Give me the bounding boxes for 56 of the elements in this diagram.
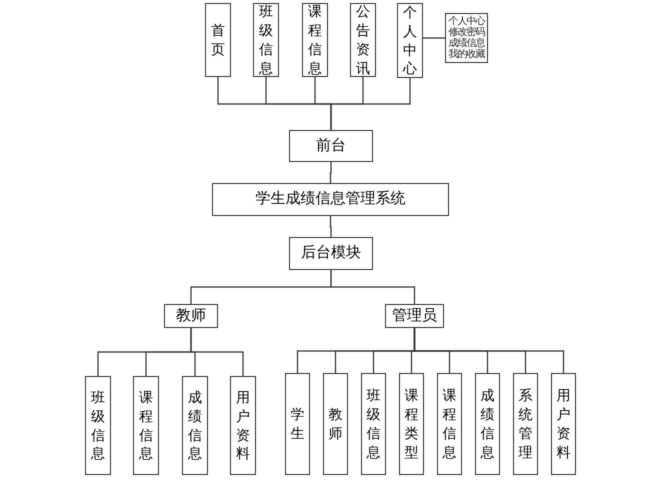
module-label: 教师: [328, 405, 342, 443]
module-label: 班级信息: [366, 386, 380, 462]
connector-line: [423, 37, 445, 39]
module-box: [212, 183, 449, 216]
module-box: [133, 376, 159, 475]
module-box: [513, 373, 538, 475]
module-label: 前台: [316, 136, 346, 156]
note-text: 修改密码: [448, 27, 484, 38]
module-label: 成绩信息: [188, 388, 202, 464]
module-box: [289, 130, 373, 162]
module-label: 用户资料: [236, 388, 250, 464]
module-label: 首页: [211, 21, 225, 59]
module-label: 公告资讯: [356, 2, 370, 78]
module-box: [85, 376, 111, 475]
module-box: [397, 3, 423, 78]
module-label: 班级信息: [91, 388, 105, 464]
module-box: [285, 373, 310, 475]
module-box: [182, 376, 208, 475]
module-label: 管理员: [392, 306, 437, 326]
connector-line: [414, 328, 564, 373]
module-box: [253, 3, 279, 77]
note-text: 成绩信息: [448, 38, 484, 49]
module-box: [323, 373, 348, 475]
module-box: [289, 237, 373, 270]
module-label: 课程信息: [139, 388, 153, 464]
note-box: [445, 13, 488, 63]
module-label: 后台模块: [301, 243, 361, 264]
module-box: [350, 3, 376, 77]
connector-line: [330, 216, 332, 237]
module-label: 课程类型: [404, 386, 418, 462]
module-box: [230, 376, 256, 475]
module-box: [551, 373, 576, 475]
module-label: 教师: [176, 306, 206, 326]
connector-line: [330, 162, 332, 183]
module-box: [164, 304, 218, 328]
module-label: 课程信息: [308, 2, 322, 78]
connector-line: [330, 270, 416, 304]
module-label: 学生成绩信息管理系统: [256, 189, 406, 210]
module-box: [205, 3, 231, 77]
module-label: 系统管理: [518, 386, 532, 462]
module-box: [302, 3, 328, 77]
module-box: [399, 373, 424, 475]
module-box: [361, 373, 386, 475]
module-box: [437, 373, 462, 475]
note-text: 我的收藏: [448, 49, 484, 60]
module-label: 班级信息: [259, 2, 273, 78]
module-label: 成绩信息: [480, 386, 494, 462]
module-label: 用户资料: [556, 386, 570, 462]
note-text: 个人中心: [448, 16, 484, 27]
module-label: 学生: [290, 405, 304, 443]
module-label: 课程信息: [442, 386, 456, 462]
module-box: [475, 373, 500, 475]
module-box: [385, 304, 444, 328]
connector-line: [190, 328, 244, 376]
connector-line: [330, 78, 411, 130]
module-label: 个人中心: [403, 2, 417, 78]
